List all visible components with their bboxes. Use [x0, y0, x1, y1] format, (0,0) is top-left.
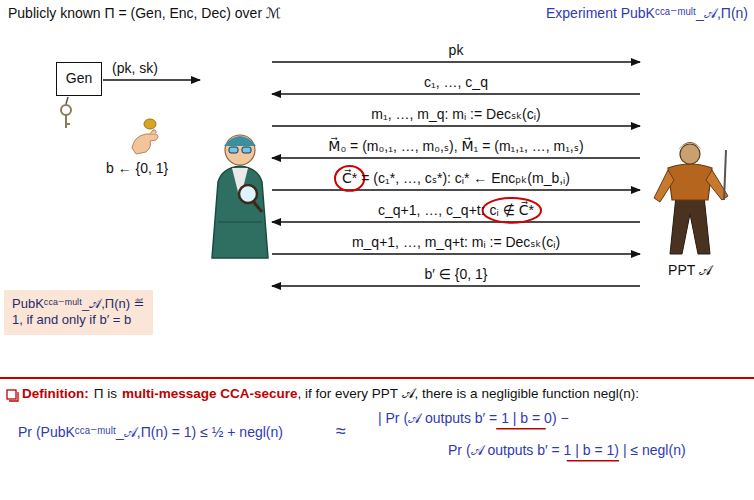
formula: Pr (𝒜 outputs b′ = 1 | b = 1) | ≤ negl(n…	[448, 442, 686, 459]
message-label: pk	[449, 42, 464, 59]
box-text: PubKᶜᶜᵃ⁻ᵐᵘˡᵗ_𝒜,Π(n) ≝	[12, 296, 145, 312]
message-label: c₁, …, c_q	[424, 74, 488, 91]
message-label: c_q+1, …, c_q+t:	[378, 202, 485, 219]
key-icon	[61, 97, 71, 128]
text-row: Definition: Π is multi-message CCA-secure,…	[22, 386, 639, 402]
adversary-figure	[654, 142, 728, 254]
key-pair-label: (pk, sk)	[112, 60, 158, 77]
message-label: M⃗₀ = (m₀,₁, …, m₀,ₛ), M⃗₁ = (m₁,₁, …, m…	[328, 138, 583, 155]
formula: | Pr (𝒜 outputs b′ = 1 | b = 0) −	[378, 410, 569, 427]
gen-box: Gen	[56, 62, 102, 96]
separator-line	[0, 377, 754, 379]
exclusion-condition: cᵢ ∉ C⃗*	[490, 202, 534, 219]
emphasis-underline	[567, 460, 619, 462]
approx-symbol: ≈	[336, 421, 346, 443]
message-label: b′ ∈ {0, 1}	[424, 266, 487, 283]
definition-term: multi-message CCA-secure	[122, 386, 298, 402]
highlight-circle	[483, 198, 541, 223]
box-text: 1, if and only if b′ = b	[12, 312, 145, 328]
header-text: Publicly known Π = (Gen, Enc, Dec) over …	[8, 5, 281, 22]
definition-keyword: Definition:	[22, 386, 89, 402]
adversary-label: PPT 𝒜	[668, 262, 712, 279]
formula: Pr (PubKᶜᶜᵃ⁻ᵐᵘˡᵗ_𝒜,Π(n) = 1) ≤ ½ + negl(…	[18, 424, 283, 441]
definition-text: Π is	[94, 386, 117, 402]
text-row: C⃗* = (c₁*, …, cₛ*): cᵢ* ← Encₚₖ(m_b,ᵢ)	[342, 170, 570, 187]
highlight-circle	[335, 166, 364, 191]
message-label: = (c₁*, …, cₛ*): cᵢ* ← Encₚₖ(m_b,ᵢ)	[361, 170, 570, 187]
message-label: m₁, …, m_q: mᵢ := Decₛₖ(cᵢ)	[371, 106, 540, 123]
coin-hand-icon	[132, 119, 158, 154]
ciphertext-vector: C⃗*	[342, 170, 357, 187]
experiment-title: Experiment PubKᶜᶜᵃ⁻ᵐᵘˡᵗ_𝒜,Π(n)	[546, 5, 748, 22]
challenger-figure	[212, 135, 268, 258]
text-row: c_q+1, …, c_q+t: cᵢ ∉ C⃗*	[378, 202, 534, 219]
message-label: m_q+1, …, m_q+t: mᵢ := Decₛₖ(cᵢ)	[352, 234, 560, 251]
bullet-symbol	[7, 390, 18, 401]
emphasis-underline	[496, 428, 546, 430]
bit-choice-label: b ← {0, 1}	[106, 160, 168, 177]
key-arrow	[103, 79, 200, 81]
definition-text: , if for every PPT 𝒜, there is a negligi…	[298, 386, 639, 402]
message-arrows	[272, 62, 640, 286]
box-text: Gen	[66, 70, 92, 88]
definition-box: PubKᶜᶜᵃ⁻ᵐᵘˡᵗ_𝒜,Π(n) ≝1, if and only if b…	[4, 290, 153, 335]
